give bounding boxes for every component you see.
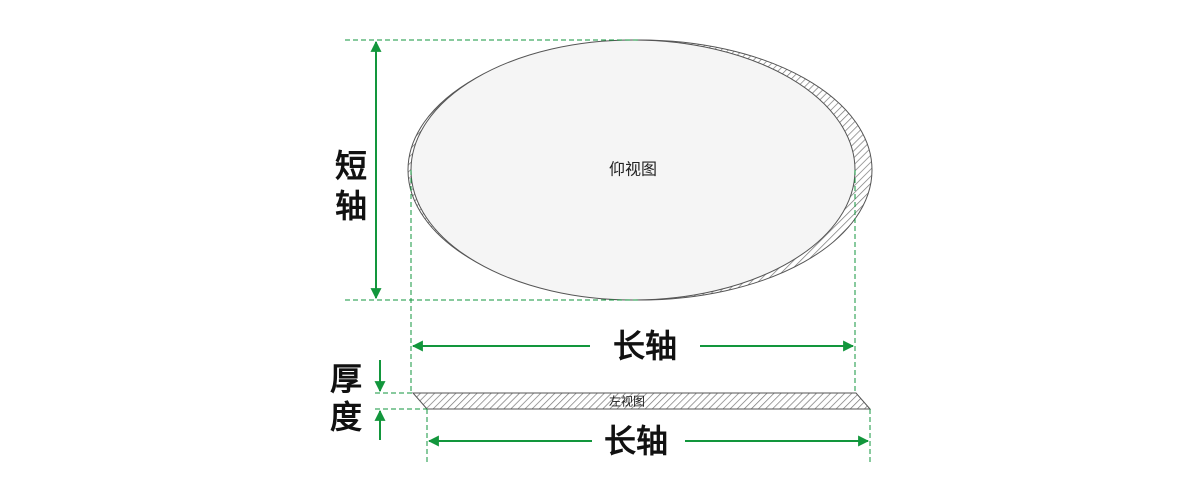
long-axis-top-label: 长轴	[613, 327, 677, 365]
long-axis-dimension-top: 长轴	[411, 327, 855, 365]
short-axis-label-2: 轴	[335, 187, 367, 225]
thickness-label-1: 厚	[330, 360, 362, 398]
bottom-view-label: 仰视图	[609, 160, 657, 179]
short-axis-label-1: 短	[335, 147, 367, 185]
long-axis-dimension-bottom: 长轴	[427, 422, 870, 460]
bottom-view: 仰视图	[407, 39, 873, 301]
thickness-dimension: 厚 度	[330, 360, 386, 440]
short-axis-dimension: 短 轴	[335, 40, 382, 300]
left-view-label: 左视图	[609, 394, 645, 409]
long-axis-bottom-label: 长轴	[604, 422, 668, 460]
thickness-label-2: 度	[330, 398, 362, 436]
left-view: 左视图	[411, 392, 872, 410]
extension-lines	[345, 39, 871, 465]
